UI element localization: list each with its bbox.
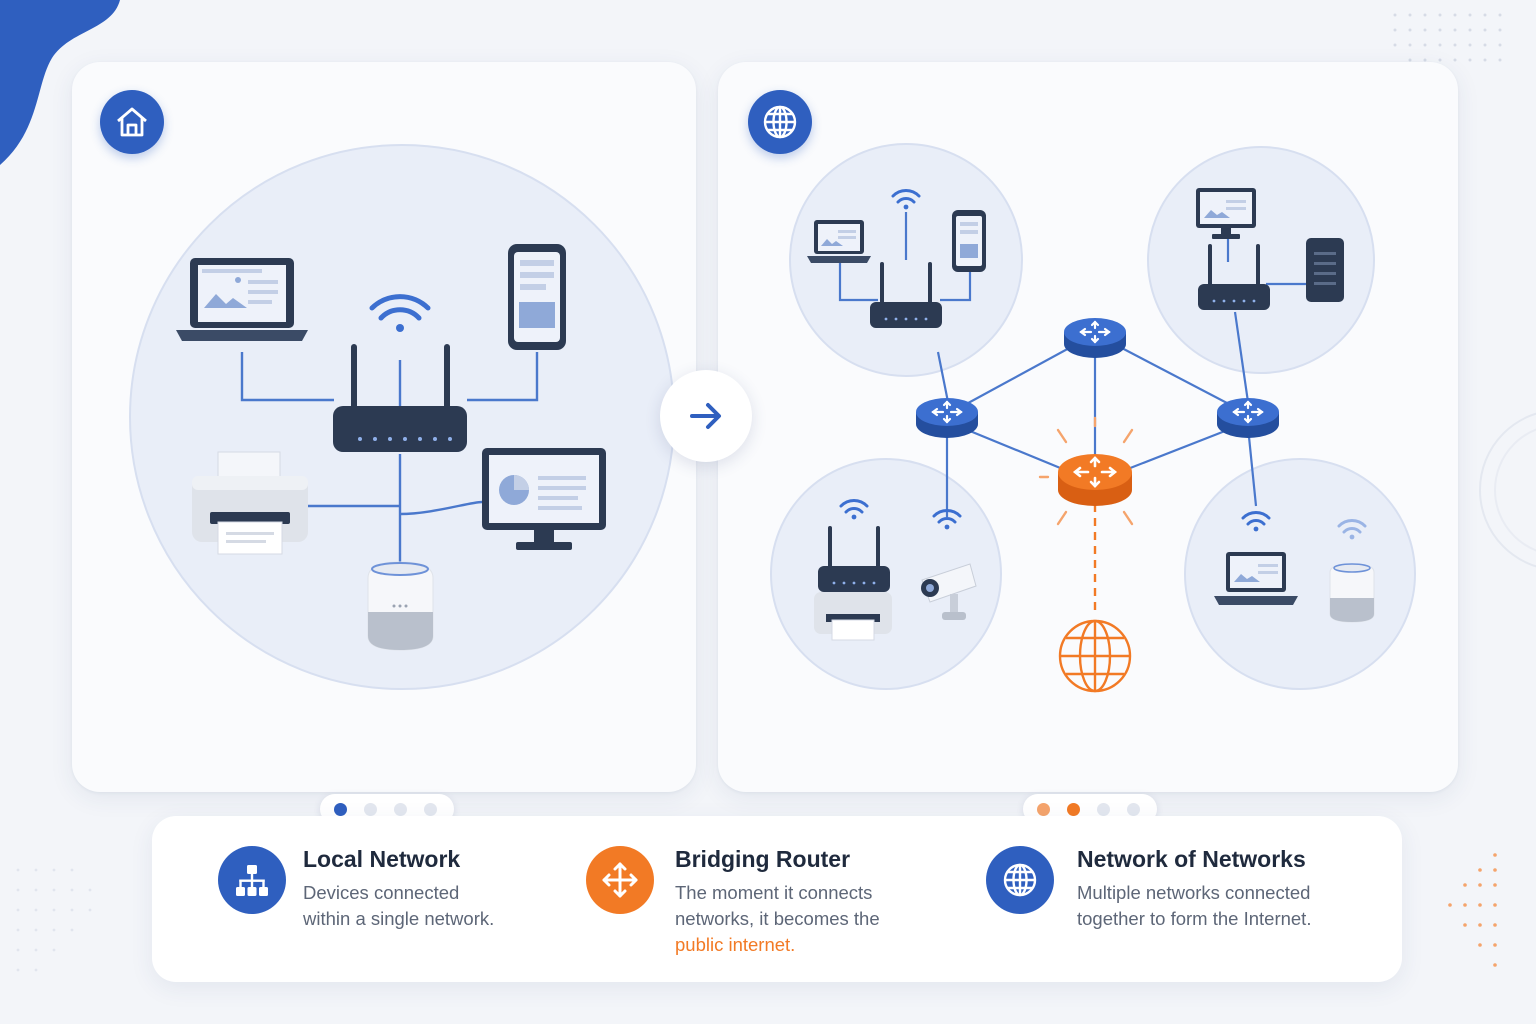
legend-title-local: Local Network [303, 846, 461, 872]
desktop-monitor-icon [1196, 188, 1256, 239]
dot-grid-decoration [1393, 13, 1502, 62]
corner-blob-decoration [0, 0, 120, 165]
pager-dot[interactable] [1097, 802, 1110, 816]
legend-desc-line: together to form the Internet. [1077, 908, 1312, 929]
router-arrows-icon [602, 862, 638, 898]
legend-desc-line: Multiple networks connected [1077, 882, 1311, 903]
smartphone-icon [952, 210, 986, 272]
arrow-right-icon [690, 403, 721, 429]
globe-icon [763, 105, 797, 139]
security-camera-icon [921, 563, 977, 620]
server-icon [1306, 238, 1344, 302]
local-network-diagram [129, 144, 675, 690]
pager-dot[interactable] [424, 802, 437, 816]
public-internet-highlight: public internet. [675, 934, 796, 955]
printer-icon [814, 592, 892, 641]
home-icon [117, 107, 147, 137]
legend-icon-local [218, 846, 286, 914]
legend-desc-local: Devices connected within a single networ… [303, 880, 553, 932]
wifi-signal-icon [369, 294, 431, 332]
laptop-icon [1214, 552, 1298, 605]
legend-title-bridge: Bridging Router [675, 846, 851, 872]
laptop-icon [176, 258, 308, 341]
home-badge [100, 90, 164, 154]
desktop-monitor-icon [482, 448, 606, 550]
network-zone-bottom-right [1184, 458, 1416, 690]
legend-icon-bridge [586, 846, 654, 914]
internet-globe-icon [1058, 619, 1132, 693]
smart-speaker-icon [1329, 563, 1375, 623]
backbone-router-icon [1062, 316, 1128, 360]
orange-dot-decoration [1448, 853, 1497, 967]
router-icon [333, 344, 467, 452]
backbone-router-icon [1215, 396, 1281, 440]
ring-decoration [1479, 412, 1536, 568]
backbone-router-icon [914, 396, 980, 440]
local-network-panel [72, 62, 696, 824]
pager-dot[interactable] [394, 802, 407, 816]
globe-badge [748, 90, 812, 154]
pager-dot[interactable] [1067, 802, 1080, 816]
next-arrow-button[interactable] [660, 370, 752, 462]
internet-panel [718, 62, 1458, 824]
bridging-router-icon [1038, 416, 1134, 526]
legend-desc-line: Devices connected [303, 882, 460, 903]
pager-dot[interactable] [334, 802, 347, 816]
legend-desc-line: The moment it connects [675, 882, 873, 903]
legend-card: Local Network Devices connected within a… [152, 816, 1402, 982]
printer-icon [192, 451, 308, 555]
legend-desc-bridge: The moment it connects networks, it beco… [675, 880, 925, 958]
dot-grid-decoration-left [16, 868, 92, 972]
legend-desc-line: networks, it becomes the [675, 908, 880, 929]
smart-speaker-icon [367, 561, 434, 651]
legend-desc-networks: Multiple networks connected together to … [1077, 880, 1367, 932]
legend-title-networks: Network of Networks [1077, 846, 1306, 872]
network-of-networks-diagram [770, 143, 1416, 693]
hierarchy-icon [236, 865, 268, 896]
laptop-icon [807, 220, 871, 263]
globe-icon [1003, 863, 1037, 897]
pager-dot[interactable] [364, 802, 377, 816]
pager-dot[interactable] [1037, 802, 1050, 816]
smartphone-icon [508, 244, 566, 350]
legend-desc-line: within a single network. [303, 908, 495, 929]
legend-icon-networks [986, 846, 1054, 914]
pager-dot[interactable] [1127, 802, 1140, 816]
